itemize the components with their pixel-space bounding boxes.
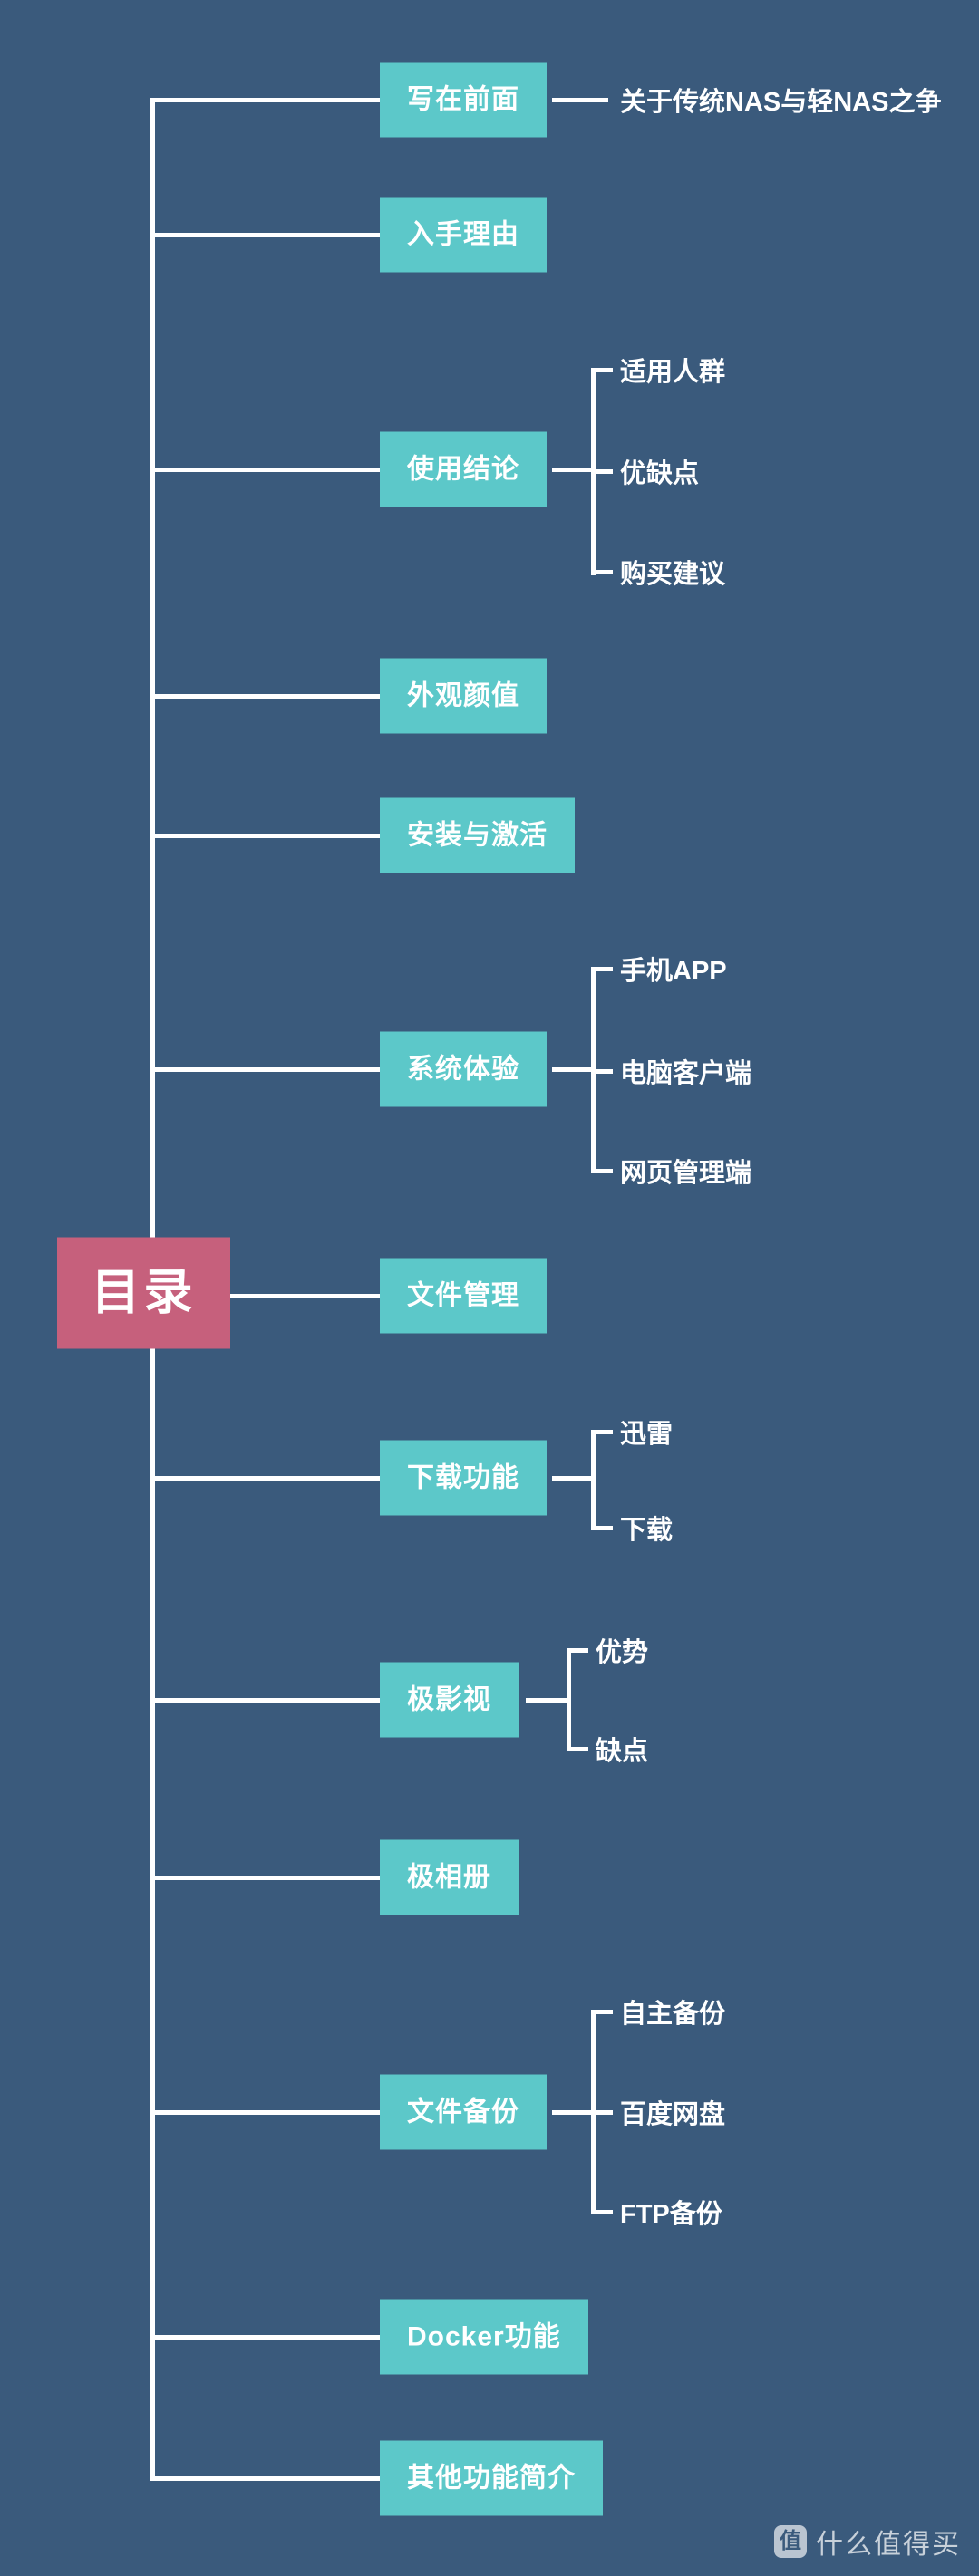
child-label: 购买建议 <box>620 560 726 589</box>
watermark-label: 什么值得买 <box>816 2530 961 2560</box>
child-label: 下载 <box>620 1516 674 1545</box>
child-label: 网页管理端 <box>620 1159 752 1188</box>
branch-connector <box>150 1294 380 1298</box>
child-connector <box>526 1698 567 1703</box>
child-connector <box>552 1067 591 1072</box>
branch-connector <box>150 834 380 838</box>
branch-node: 安装与激活 <box>380 797 575 873</box>
branch-node: 文件备份 <box>380 2074 547 2150</box>
child-label: 手机APP <box>620 957 727 986</box>
child-tick <box>567 1747 588 1751</box>
branch-node: 下载功能 <box>380 1440 547 1516</box>
child-connector <box>552 1476 591 1481</box>
branch-connector <box>150 2110 380 2115</box>
branch-node: 其他功能简介 <box>380 2440 603 2516</box>
child-label: 关于传统NAS与轻NAS之争 <box>620 88 942 117</box>
child-connector <box>552 468 591 472</box>
child-label: 百度网盘 <box>620 2100 726 2129</box>
branch-connector <box>150 1476 380 1481</box>
child-connector <box>552 2110 591 2115</box>
child-tick <box>591 2210 613 2214</box>
child-bracket <box>567 1648 571 1751</box>
child-tick <box>591 469 613 474</box>
branch-node: 写在前面 <box>380 62 547 138</box>
child-bracket <box>591 1430 596 1529</box>
child-tick <box>591 1169 613 1173</box>
child-tick <box>591 2110 613 2115</box>
child-label: FTP备份 <box>620 2200 722 2229</box>
branch-node: 极相册 <box>380 1839 519 1915</box>
branch-node: 极影视 <box>380 1662 519 1738</box>
branch-node: 使用结论 <box>380 431 547 507</box>
branch-connector <box>150 2335 380 2340</box>
smzdm-logo-icon: 值 <box>774 2525 807 2558</box>
child-tick <box>591 967 613 971</box>
branch-node: 入手理由 <box>380 197 547 273</box>
child-tick <box>591 570 613 574</box>
branch-connector <box>150 468 380 472</box>
branch-connector <box>150 1876 380 1880</box>
child-connector <box>552 98 608 102</box>
branch-connector <box>150 1698 380 1703</box>
child-label: 缺点 <box>596 1737 649 1766</box>
branch-connector <box>150 233 380 237</box>
branch-node: 系统体验 <box>380 1031 547 1107</box>
branch-connector <box>150 694 380 699</box>
child-tick <box>591 2010 613 2014</box>
branch-node: 文件管理 <box>380 1258 547 1334</box>
child-tick <box>591 1430 613 1434</box>
branch-node: 外观颜值 <box>380 658 547 734</box>
child-label: 适用人群 <box>620 358 726 387</box>
child-tick <box>591 1069 613 1074</box>
child-label: 电脑客户端 <box>620 1059 752 1088</box>
branch-connector <box>150 1067 380 1072</box>
child-label: 优势 <box>596 1638 649 1667</box>
branch-node: Docker功能 <box>380 2299 588 2375</box>
child-label: 优缺点 <box>620 459 700 488</box>
child-tick <box>591 368 613 372</box>
branch-connector <box>150 2476 380 2481</box>
child-tick <box>567 1648 588 1653</box>
watermark: 值 什么值得买 <box>774 2522 961 2562</box>
root-node: 目录 <box>57 1237 230 1349</box>
child-label: 迅雷 <box>620 1420 674 1449</box>
child-tick <box>591 1526 613 1530</box>
branch-connector <box>150 98 380 102</box>
child-label: 自主备份 <box>620 2000 726 2029</box>
